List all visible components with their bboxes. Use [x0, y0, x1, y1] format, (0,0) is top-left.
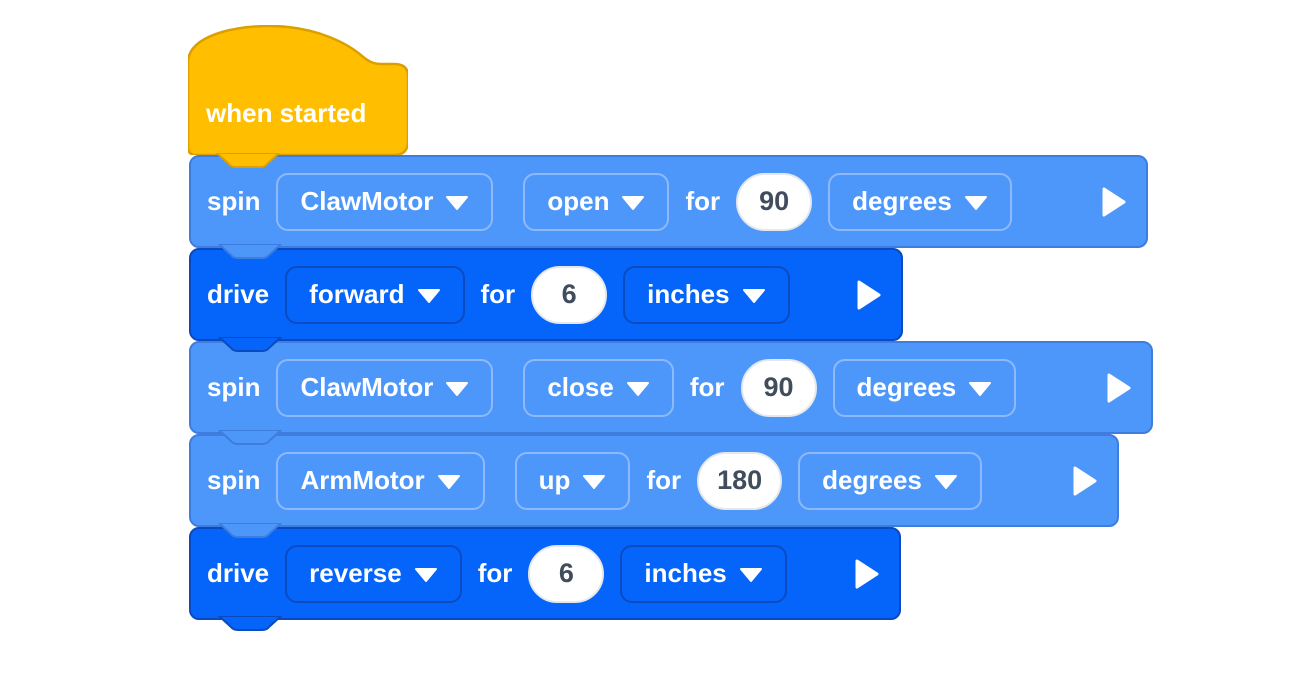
motor-dropdown-value: ArmMotor: [300, 465, 425, 495]
direction-dropdown-value: close: [547, 372, 614, 402]
puzzle-tab: [216, 336, 284, 352]
spin-block-claw-close[interactable]: spin ClawMotor close for 90 degrees: [189, 341, 1153, 445]
expand-arrow-icon[interactable]: [1073, 466, 1097, 496]
unit-dropdown[interactable]: inches: [623, 265, 790, 324]
puzzle-tab: [216, 522, 284, 538]
unit-dropdown[interactable]: degrees: [828, 172, 1012, 231]
verb-label: spin: [207, 372, 261, 402]
direction-dropdown-value: reverse: [309, 558, 402, 588]
expand-arrow-icon[interactable]: [1107, 373, 1131, 403]
unit-dropdown-value: degrees: [822, 465, 922, 495]
unit-dropdown-value: degrees: [852, 186, 952, 216]
chevron-down-icon: [621, 196, 645, 210]
expand-arrow-icon[interactable]: [855, 559, 879, 589]
for-label: for: [646, 465, 682, 495]
for-label: for: [685, 186, 721, 216]
spin-block-arm-up[interactable]: spin ArmMotor up for 180 degrees: [189, 434, 1119, 538]
drive-block-forward[interactable]: drive forward for 6 inches: [189, 248, 903, 352]
direction-dropdown-value: up: [538, 465, 571, 495]
expand-arrow-icon[interactable]: [857, 280, 881, 310]
chevron-down-icon: [739, 568, 763, 582]
chevron-down-icon: [417, 289, 441, 303]
direction-dropdown[interactable]: reverse: [285, 544, 462, 603]
motor-dropdown-value: ClawMotor: [300, 186, 434, 216]
puzzle-tab: [214, 152, 282, 168]
direction-dropdown[interactable]: open: [523, 172, 670, 231]
chevron-down-icon: [445, 382, 469, 396]
direction-dropdown[interactable]: up: [514, 451, 631, 510]
value-input[interactable]: 6: [531, 265, 608, 324]
drive-block-reverse[interactable]: drive reverse for 6 inches: [189, 527, 901, 631]
motor-dropdown[interactable]: ClawMotor: [276, 358, 494, 417]
chevron-down-icon: [582, 475, 606, 489]
puzzle-tab: [216, 243, 284, 259]
for-label: for: [689, 372, 725, 402]
motor-dropdown[interactable]: ClawMotor: [276, 172, 494, 231]
chevron-down-icon: [437, 475, 461, 489]
chevron-down-icon: [414, 568, 438, 582]
value-input[interactable]: 6: [528, 544, 605, 603]
when-started-hat-block[interactable]: when started: [186, 24, 410, 168]
chevron-down-icon: [934, 475, 958, 489]
for-label: for: [480, 279, 516, 309]
unit-dropdown-value: inches: [644, 558, 727, 588]
chevron-down-icon: [964, 196, 988, 210]
puzzle-tab: [216, 615, 284, 631]
verb-label: spin: [207, 465, 261, 495]
verb-label: spin: [207, 186, 261, 216]
value-input[interactable]: 180: [697, 451, 783, 510]
direction-dropdown-value: forward: [309, 279, 405, 309]
puzzle-tab: [216, 429, 284, 445]
unit-dropdown[interactable]: inches: [620, 544, 787, 603]
spin-block-claw-open[interactable]: spin ClawMotor open for 90 degrees: [189, 155, 1148, 259]
chevron-down-icon: [968, 382, 992, 396]
direction-dropdown[interactable]: forward: [285, 265, 465, 324]
direction-dropdown-value: open: [547, 186, 610, 216]
hat-label: when started: [206, 98, 367, 128]
unit-dropdown-value: degrees: [856, 372, 957, 402]
direction-dropdown[interactable]: close: [523, 358, 674, 417]
expand-arrow-icon[interactable]: [1102, 187, 1126, 217]
motor-dropdown[interactable]: ArmMotor: [276, 451, 485, 510]
unit-dropdown[interactable]: degrees: [798, 451, 982, 510]
verb-label: drive: [207, 279, 270, 309]
chevron-down-icon: [445, 196, 469, 210]
unit-dropdown-value: inches: [647, 279, 730, 309]
for-label: for: [477, 558, 513, 588]
motor-dropdown-value: ClawMotor: [300, 372, 434, 402]
hat-shape: [186, 24, 410, 157]
value-input[interactable]: 90: [736, 172, 813, 231]
value-input[interactable]: 90: [740, 358, 817, 417]
chevron-down-icon: [626, 382, 650, 396]
verb-label: drive: [207, 558, 270, 588]
unit-dropdown[interactable]: degrees: [832, 358, 1017, 417]
chevron-down-icon: [742, 289, 766, 303]
